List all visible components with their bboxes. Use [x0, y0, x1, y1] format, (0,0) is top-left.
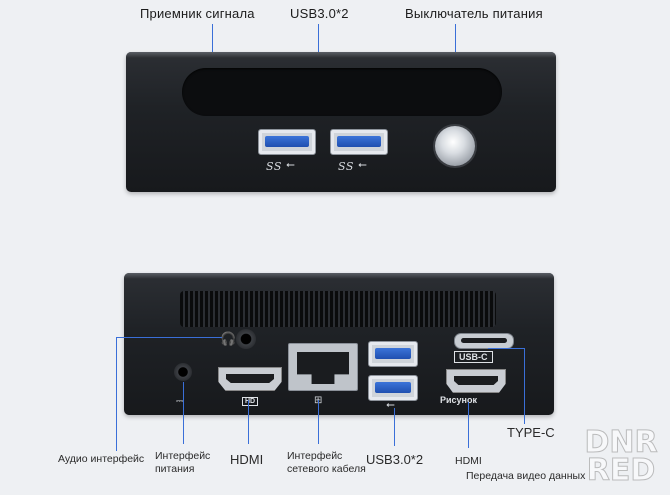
watermark-logo: DNR RED [584, 425, 658, 488]
usb-front-label: USB3.0*2 [290, 6, 349, 21]
video-label: Передача видео данных [466, 470, 586, 482]
usb-port-rear-2 [368, 375, 418, 401]
dc-power-jack [174, 363, 192, 381]
leader-power-in [183, 382, 184, 444]
leader-typec-bar [488, 348, 524, 349]
leader-usb-stem [318, 24, 319, 70]
ss-mark-1: SS [266, 160, 282, 173]
usb-c-mark: USB-C [454, 351, 493, 363]
ir-receiver-window [182, 68, 502, 116]
usb-port-front-1 [258, 129, 316, 155]
leader-hdmi [248, 400, 249, 444]
usb-port-front-2 [330, 129, 388, 155]
usb-c-port [454, 333, 514, 349]
hdmi2-label: HDMI [455, 455, 482, 467]
usb-port-rear-1 [368, 341, 418, 367]
usb-symbol-icon: ⭠ [358, 159, 367, 171]
leader-audio [116, 337, 117, 451]
network-label: Интерфейс сетевого кабеля [287, 450, 366, 475]
typec-label: TYPE-C [507, 425, 555, 440]
power-symbol-icon: ⎓ [176, 396, 184, 406]
front-top-edge [126, 52, 556, 58]
rear-device: 🎧 HD ⎓ ⊞ ⭠ USB-C Рисунок [124, 273, 554, 415]
power-in-label: Интерфейс питания [155, 450, 211, 475]
usb-symbol-icon: ⭠ [386, 399, 395, 411]
leader-audio-bar [116, 337, 222, 338]
leader-network [318, 400, 319, 444]
picture-mark: Рисунок [440, 395, 477, 405]
hdmi-mark: HD [242, 397, 259, 406]
receiver-label: Приемник сигнала [140, 6, 255, 21]
audio-label: Аудио интерфейс [58, 453, 145, 465]
usb-symbol-icon: ⭠ [286, 159, 295, 171]
ss-mark-2: SS [338, 160, 354, 173]
headphones-icon: 🎧 [220, 331, 237, 346]
ethernet-port [288, 343, 358, 391]
power-button-label: Выключатель питания [405, 6, 543, 21]
hdmi-port-2 [446, 369, 506, 393]
leader-usb-rear [394, 408, 395, 446]
audio-jack [236, 329, 256, 349]
hdmi-label: HDMI [230, 452, 264, 467]
leader-typec [524, 348, 525, 424]
usb-rear-label: USB3.0*2 [366, 452, 424, 467]
rear-top-edge [124, 273, 554, 279]
power-button[interactable] [435, 126, 475, 166]
vent-grille [180, 291, 496, 327]
hdmi-port-1 [218, 367, 282, 391]
leader-hdmi2 [468, 402, 469, 448]
front-device: SS ⭠ SS ⭠ [126, 52, 556, 192]
